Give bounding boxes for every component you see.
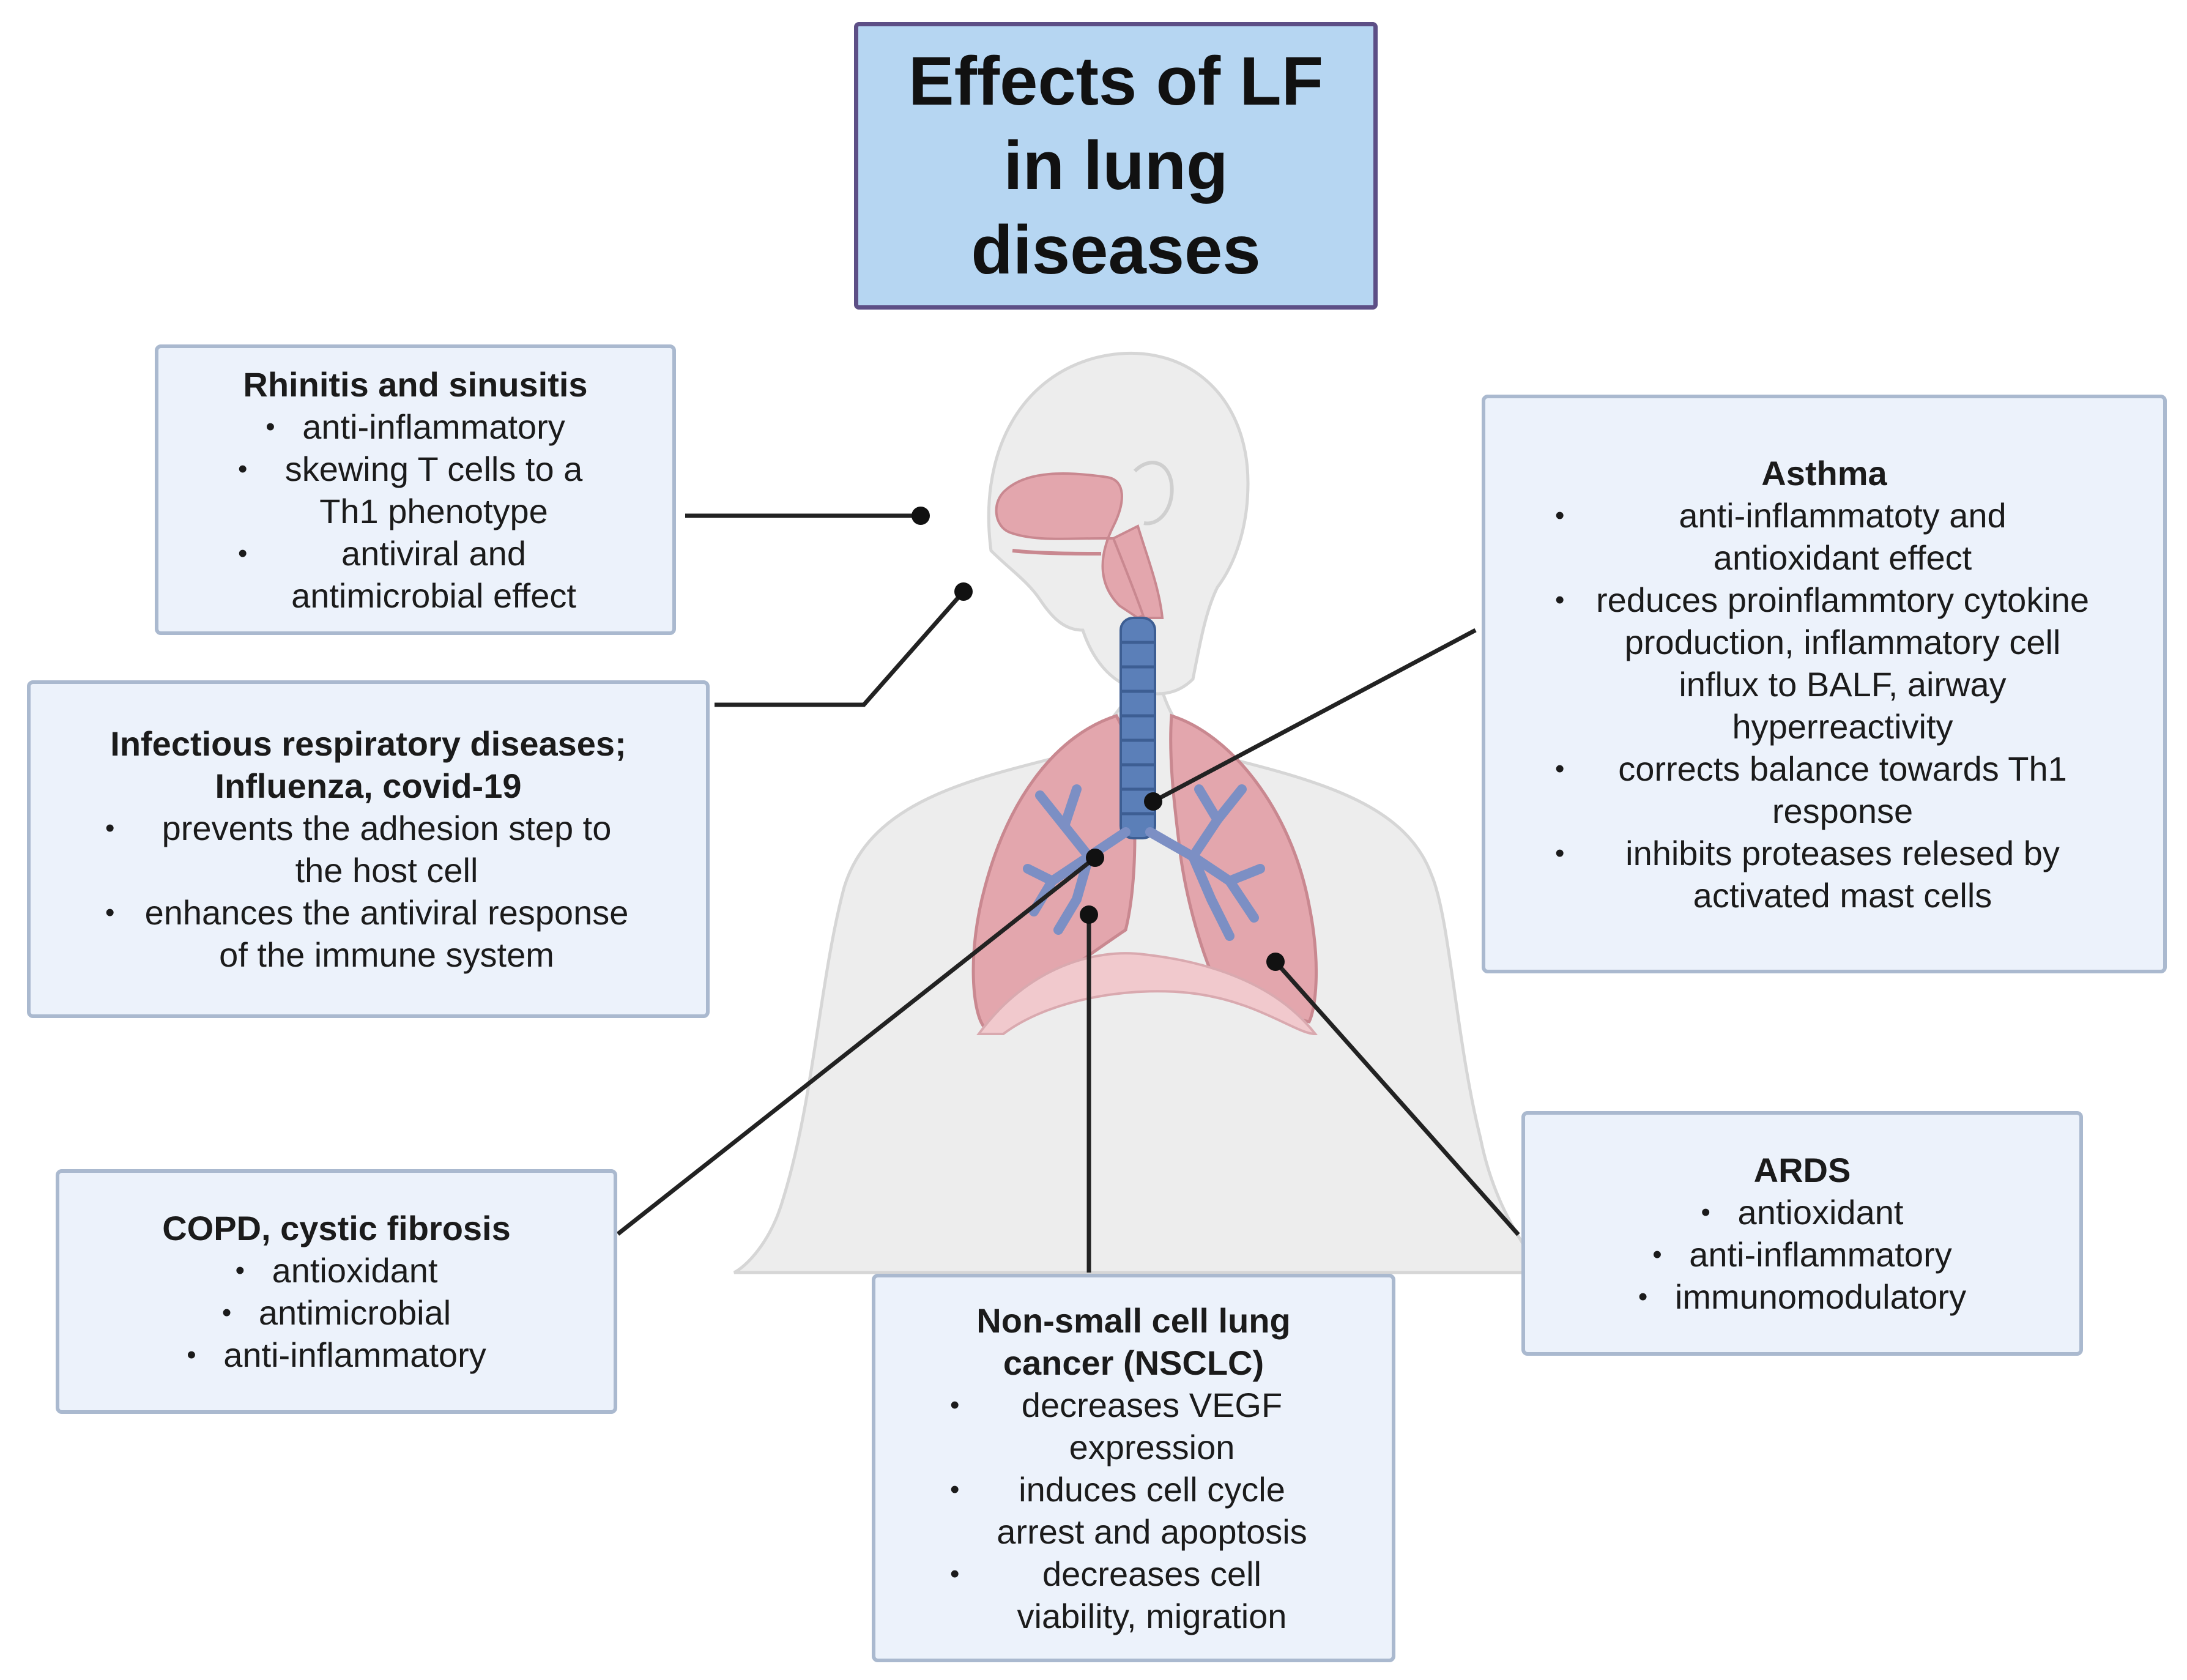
list-item: •antioxidant bbox=[235, 1251, 438, 1290]
endpoint-lung-tissue bbox=[1080, 905, 1098, 924]
ards-list: •antioxidant •anti-inflammatory •immunom… bbox=[1638, 1191, 1966, 1318]
copd-box: COPD, cystic fibrosis •antioxidant •anti… bbox=[56, 1169, 617, 1414]
lungs bbox=[971, 713, 1318, 1030]
ards-box: ARDS •antioxidant •anti-inflammatory •im… bbox=[1521, 1111, 2083, 1356]
list-item: •anti-inflammatory bbox=[1652, 1235, 1952, 1274]
copd-heading: COPD, cystic fibrosis bbox=[162, 1209, 511, 1247]
list-item: •skewing T cells to a Th1 phenotype bbox=[238, 449, 583, 530]
ards-heading: ARDS bbox=[1753, 1151, 1851, 1189]
list-item: •decreases cell viability, migration bbox=[950, 1554, 1287, 1635]
rhinitis-box: Rhinitis and sinusitis •anti-inflammator… bbox=[155, 344, 676, 635]
rhinitis-list: •anti-inflammatory •skewing T cells to a… bbox=[232, 406, 599, 617]
list-item: •inhibits proteases relesed by activated… bbox=[1555, 833, 2060, 915]
endpoint-lung-base bbox=[1266, 953, 1285, 971]
ear-icon bbox=[1133, 461, 1174, 526]
connector-asthma bbox=[1152, 628, 1477, 804]
list-item: •anti-inflammatory bbox=[265, 407, 565, 446]
infectious-heading: Infectious respiratory diseases; Influen… bbox=[110, 724, 626, 805]
connector-copd bbox=[616, 856, 1097, 1236]
connector-ards bbox=[1274, 960, 1520, 1236]
list-item: •antioxidant bbox=[1701, 1193, 1904, 1232]
diagram-title-text: Effects of LF in lung diseases bbox=[908, 43, 1324, 288]
trachea bbox=[1119, 617, 1156, 839]
endpoint-bronchus bbox=[1086, 849, 1104, 867]
nsclc-box: Non-small cell lung cancer (NSCLC) •decr… bbox=[872, 1274, 1395, 1662]
list-item: •decreases VEGF expression bbox=[950, 1385, 1283, 1466]
nsclc-list: •decreases VEGF expression •induces cell… bbox=[938, 1384, 1329, 1637]
list-item: •anti-inflammatory bbox=[187, 1336, 486, 1374]
list-item: •antiviral and antimicrobial effect bbox=[238, 533, 576, 615]
list-item: •antimicrobial bbox=[221, 1293, 451, 1332]
connector-infectious bbox=[715, 590, 965, 707]
asthma-box: Asthma •anti-inflammatoty and antioxidan… bbox=[1482, 395, 2167, 973]
list-item: •corrects balance towards Th1 response bbox=[1555, 749, 2067, 830]
nsclc-heading: Non-small cell lung cancer (NSCLC) bbox=[976, 1301, 1291, 1382]
connector-endpoints bbox=[912, 507, 1285, 971]
infectious-list: •prevents the adhesion step to the host … bbox=[93, 807, 644, 976]
list-item: •prevents the adhesion step to the host … bbox=[105, 809, 612, 890]
list-item: •reduces proinflammtory cytokine product… bbox=[1555, 580, 2090, 746]
nasal-cavity bbox=[995, 472, 1152, 620]
infectious-box: Infectious respiratory diseases; Influen… bbox=[27, 680, 710, 1018]
list-item: •enhances the antiviral response of the … bbox=[105, 893, 629, 974]
diagram-title: Effects of LF in lung diseases bbox=[854, 22, 1378, 310]
copd-list: •antioxidant •antimicrobial •anti-inflam… bbox=[187, 1249, 486, 1376]
endpoint-trachea bbox=[1144, 792, 1162, 811]
list-item: •induces cell cycle arrest and apoptosis bbox=[950, 1470, 1307, 1551]
endpoint-nose bbox=[912, 507, 930, 525]
pharynx bbox=[1112, 524, 1164, 619]
list-item: •anti-inflammatoty and antioxidant effec… bbox=[1555, 496, 2007, 577]
connector-lines bbox=[616, 513, 1520, 1273]
asthma-list: •anti-inflammatoty and antioxidant effec… bbox=[1537, 494, 2112, 916]
endpoint-mouth bbox=[954, 582, 973, 601]
asthma-heading: Asthma bbox=[1761, 453, 1887, 492]
rhinitis-heading: Rhinitis and sinusitis bbox=[243, 365, 588, 404]
list-item: •immunomodulatory bbox=[1638, 1277, 1967, 1316]
